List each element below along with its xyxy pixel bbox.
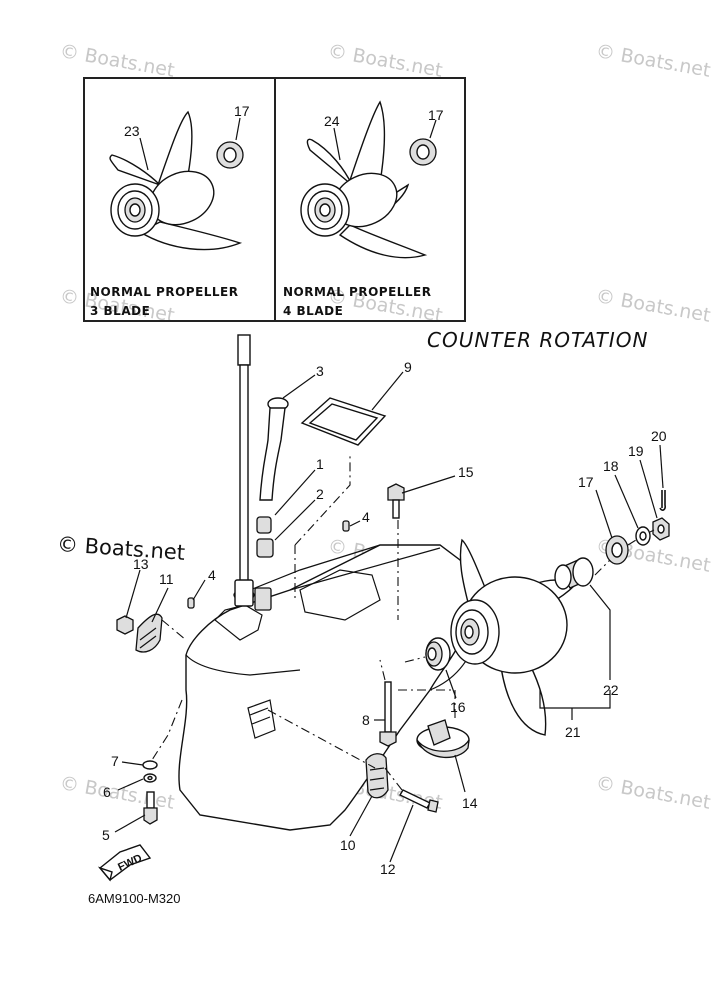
callout-12: 12 [380, 861, 396, 877]
spline-washer-inset-2 [409, 138, 437, 166]
grommet [256, 516, 274, 558]
caption-line: 3 BLADE [90, 304, 151, 318]
diagram-title: COUNTER ROTATION [427, 328, 649, 352]
washer-7 [142, 760, 158, 770]
spline-washer-inset-1 [216, 141, 244, 169]
inset-4-blade [274, 77, 466, 322]
callout-10: 10 [340, 837, 356, 853]
callout-3: 3 [316, 363, 324, 379]
callout-17-inset-1: 17 [234, 103, 250, 119]
nut-19 [652, 517, 670, 541]
leader-lines [114, 371, 664, 863]
callout-17: 17 [578, 474, 594, 490]
assembly-line [294, 455, 351, 546]
trim-tab-14 [416, 719, 470, 759]
drawing-code: 6AM9100-M320 [88, 891, 181, 906]
callout-6: 6 [103, 784, 111, 800]
callout-16: 16 [450, 699, 466, 715]
thrust-bushing-22 [554, 557, 594, 590]
callout-11: 11 [159, 571, 174, 587]
dowel-pin [342, 520, 350, 532]
lower-case [178, 544, 476, 831]
propeller-4-blade [300, 100, 428, 259]
propeller-3-blade [109, 110, 243, 251]
fwd-arrow [97, 844, 152, 882]
anode-10 [365, 753, 389, 799]
assembly-line [594, 529, 655, 576]
propeller-21 [450, 538, 577, 736]
callout-22: 22 [603, 682, 619, 698]
bolt-5 [143, 791, 158, 825]
assembly-line [267, 709, 376, 769]
drive-shaft [233, 334, 255, 601]
nut-13 [116, 615, 134, 635]
callout-21: 21 [565, 724, 581, 740]
assembly-line [404, 656, 426, 663]
assembly-line [161, 619, 187, 641]
callout-8: 8 [362, 712, 370, 728]
water-tube [259, 397, 289, 501]
callout-15: 15 [458, 464, 474, 480]
callout-1: 1 [316, 456, 324, 472]
callout-14: 14 [462, 795, 478, 811]
assembly-line [384, 767, 403, 791]
callout-7: 7 [111, 753, 119, 769]
callout-2: 2 [316, 486, 324, 502]
callout-4b: 4 [362, 509, 370, 525]
caption-line: 4 BLADE [283, 304, 344, 318]
assembly-line [151, 699, 183, 761]
dowel-pin [187, 597, 195, 609]
spacer-16 [425, 637, 451, 671]
callout-9: 9 [404, 359, 412, 375]
inset-caption-4-blade: NORMAL PROPELLER 4 BLADE [283, 283, 432, 321]
callout-17-inset-2: 17 [428, 107, 444, 123]
caption-line: NORMAL PROPELLER [90, 285, 239, 299]
callout-13: 13 [133, 556, 149, 572]
callout-20: 20 [651, 428, 667, 444]
bolt-12 [399, 789, 439, 813]
bolt-15 [387, 483, 405, 519]
spline-washer-17 [605, 535, 629, 565]
callout-18: 18 [603, 458, 619, 474]
callout-24: 24 [324, 113, 340, 129]
callout-4a: 4 [208, 567, 216, 583]
assembly-line [398, 689, 456, 720]
gasket [300, 397, 387, 446]
cotter-pin-20 [659, 490, 666, 511]
anode-11 [135, 613, 163, 653]
bolt-8 [379, 681, 397, 747]
callout-19: 19 [628, 443, 644, 459]
callout-23: 23 [124, 123, 140, 139]
caption-line: NORMAL PROPELLER [283, 285, 432, 299]
assembly-line [379, 659, 386, 681]
inset-caption-3-blade: NORMAL PROPELLER 3 BLADE [90, 283, 239, 321]
callout-5: 5 [102, 827, 110, 843]
